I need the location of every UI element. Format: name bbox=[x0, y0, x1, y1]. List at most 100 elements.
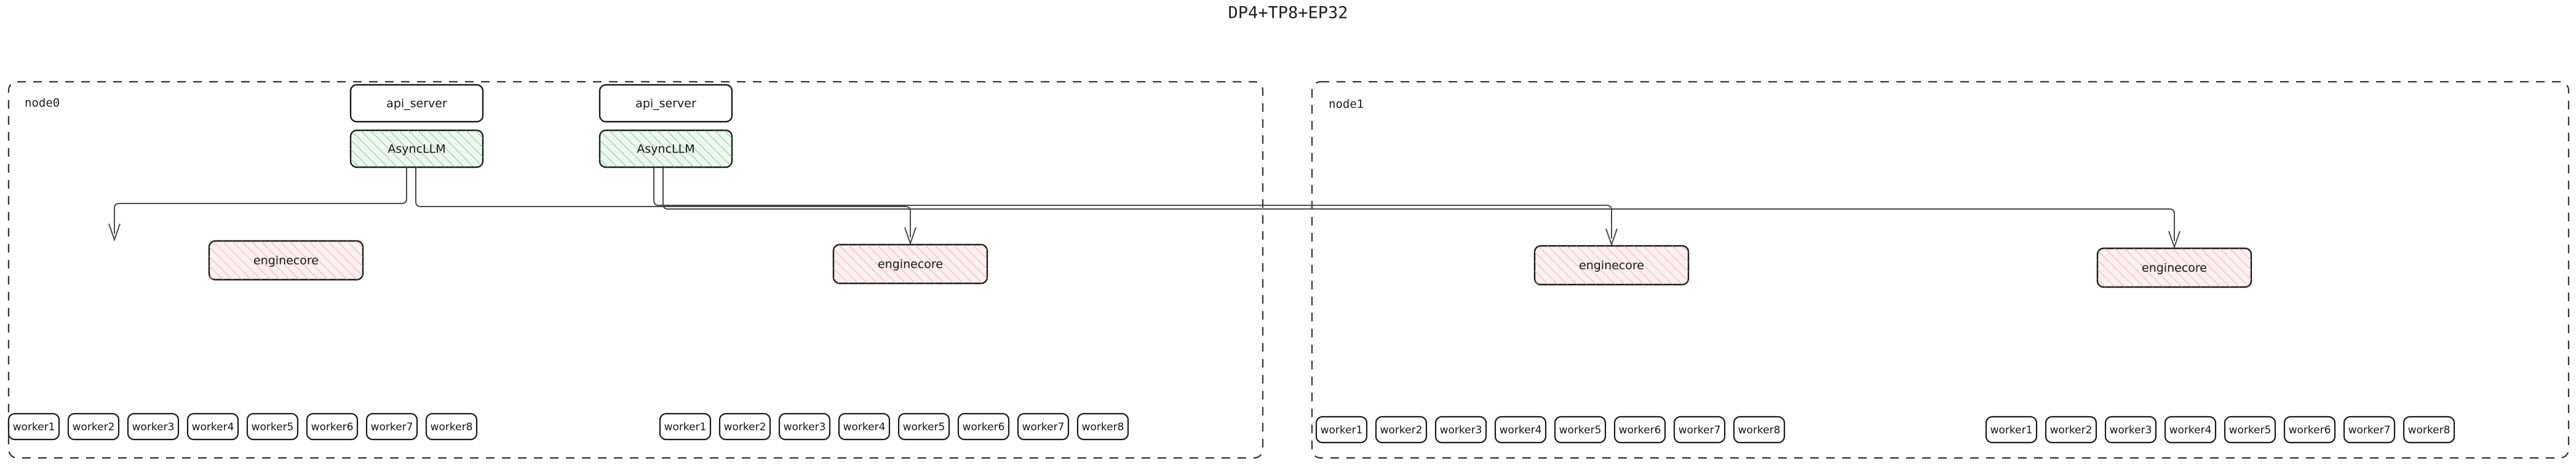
worker-node0-engine1-2-box[interactable] bbox=[718, 412, 771, 441]
worker-node1-engine1-5[interactable]: worker5 bbox=[2224, 416, 2276, 444]
enginecore-2[interactable]: enginecore bbox=[1533, 245, 1690, 286]
worker-node1-engine0-6-box[interactable] bbox=[1613, 416, 1666, 444]
worker-node1-engine0-7-label: worker7 bbox=[1679, 424, 1721, 436]
enginecore-2-label: enginecore bbox=[1579, 259, 1644, 272]
worker-node0-engine1-8[interactable]: worker8 bbox=[1076, 412, 1129, 441]
asyncllm-0[interactable]: AsyncLLM bbox=[349, 129, 484, 168]
worker-node0-engine0-8[interactable]: worker8 bbox=[425, 412, 478, 441]
worker-node1-engine0-5[interactable]: worker5 bbox=[1554, 416, 1607, 444]
worker-node1-engine0-3-label: worker3 bbox=[1440, 424, 1482, 436]
worker-node0-engine1-1-box[interactable] bbox=[659, 412, 712, 441]
worker-node0-engine0-7[interactable]: worker7 bbox=[365, 412, 418, 441]
worker-node0-engine0-6[interactable]: worker6 bbox=[306, 412, 359, 441]
enginecore-3[interactable]: enginecore bbox=[2096, 247, 2252, 288]
worker-node0-engine0-1-box[interactable] bbox=[7, 412, 60, 441]
asyncllm-0-label: AsyncLLM bbox=[388, 143, 445, 156]
worker-node0-engine0-5[interactable]: worker5 bbox=[246, 412, 299, 441]
worker-node0-engine0-5-box[interactable] bbox=[246, 412, 299, 441]
worker-node1-engine1-6[interactable]: worker6 bbox=[2283, 416, 2336, 444]
worker-node0-engine0-3[interactable]: worker3 bbox=[127, 412, 180, 441]
worker-node1-engine0-1[interactable]: worker1 bbox=[1315, 416, 1368, 444]
worker-node1-engine1-1-box[interactable] bbox=[1985, 416, 2038, 444]
worker-node1-engine0-4[interactable]: worker4 bbox=[1494, 416, 1547, 444]
worker-node1-engine1-3[interactable]: worker3 bbox=[2104, 416, 2157, 444]
api-server-0[interactable]: api_server bbox=[349, 84, 484, 123]
enginecore-1[interactable]: enginecore bbox=[832, 243, 988, 285]
worker-node0-engine1-5[interactable]: worker5 bbox=[897, 412, 950, 441]
worker-node1-engine0-5-label: worker5 bbox=[1559, 424, 1602, 436]
worker-node1-engine0-1-label: worker1 bbox=[1321, 424, 1363, 436]
worker-node1-engine0-7-box[interactable] bbox=[1673, 416, 1726, 444]
worker-node0-engine1-2[interactable]: worker2 bbox=[718, 412, 771, 441]
worker-node0-engine1-3[interactable]: worker3 bbox=[778, 412, 831, 441]
enginecore-2-hatch bbox=[1535, 246, 1688, 285]
worker-node1-engine0-5-box[interactable] bbox=[1554, 416, 1607, 444]
worker-node0-engine1-1[interactable]: worker1 bbox=[659, 412, 712, 441]
worker-node1-engine1-5-box[interactable] bbox=[2224, 416, 2276, 444]
worker-node1-engine0-2-box[interactable] bbox=[1375, 416, 1428, 444]
worker-node1-engine1-4[interactable]: worker4 bbox=[2164, 416, 2217, 444]
worker-node1-engine1-6-box[interactable] bbox=[2283, 416, 2336, 444]
worker-node1-engine1-2[interactable]: worker2 bbox=[2045, 416, 2097, 444]
worker-node0-engine1-8-box[interactable] bbox=[1076, 412, 1129, 441]
worker-node0-engine1-4[interactable]: worker4 bbox=[838, 412, 891, 441]
worker-node0-engine1-7-box[interactable] bbox=[1017, 412, 1070, 441]
worker-node1-engine1-2-label: worker2 bbox=[2050, 424, 2093, 436]
worker-node0-engine0-7-box[interactable] bbox=[365, 412, 418, 441]
worker-node1-engine0-8-label: worker8 bbox=[1738, 424, 1781, 436]
api-server-1-label: api_server bbox=[635, 97, 696, 111]
worker-node1-engine1-2-box[interactable] bbox=[2045, 416, 2097, 444]
worker-node0-engine0-4[interactable]: worker4 bbox=[186, 412, 239, 441]
worker-node1-engine0-7[interactable]: worker7 bbox=[1673, 416, 1726, 444]
worker-node1-engine1-8[interactable]: worker8 bbox=[2403, 416, 2455, 444]
worker-node0-engine1-6[interactable]: worker6 bbox=[957, 412, 1010, 441]
worker-node0-engine1-7[interactable]: worker7 bbox=[1017, 412, 1070, 441]
worker-node0-engine1-3-box[interactable] bbox=[778, 412, 831, 441]
asyncllm-1-hatch bbox=[600, 130, 732, 167]
worker-node1-engine0-2[interactable]: worker2 bbox=[1375, 416, 1428, 444]
worker-node1-engine0-4-box[interactable] bbox=[1494, 416, 1547, 444]
cluster-label-node1: node1 bbox=[1329, 98, 1364, 111]
worker-node0-engine0-3-box[interactable] bbox=[127, 412, 180, 441]
worker-node0-engine0-6-box[interactable] bbox=[306, 412, 359, 441]
worker-node1-engine1-7-label: worker7 bbox=[2348, 424, 2391, 436]
worker-node1-engine1-6-label: worker6 bbox=[2289, 424, 2331, 436]
worker-node1-engine0-1-box[interactable] bbox=[1315, 416, 1368, 444]
worker-node1-engine1-7-box[interactable] bbox=[2343, 416, 2396, 444]
cluster-node0: node0 bbox=[7, 81, 1264, 459]
api-server-0-box[interactable] bbox=[349, 84, 484, 123]
worker-node1-engine1-4-box[interactable] bbox=[2164, 416, 2217, 444]
worker-node1-engine0-4-label: worker4 bbox=[1500, 424, 1542, 436]
worker-node0-engine0-8-box[interactable] bbox=[425, 412, 478, 441]
worker-node1-engine1-7[interactable]: worker7 bbox=[2343, 416, 2396, 444]
worker-node0-engine0-4-label: worker4 bbox=[192, 421, 234, 433]
api-server-1[interactable]: api_server bbox=[598, 84, 733, 123]
asyncllm-1[interactable]: AsyncLLM bbox=[598, 129, 733, 168]
worker-node0-engine0-4-box[interactable] bbox=[186, 412, 239, 441]
worker-node0-engine1-4-box[interactable] bbox=[838, 412, 891, 441]
worker-node0-engine1-6-box[interactable] bbox=[957, 412, 1010, 441]
worker-node1-engine0-6[interactable]: worker6 bbox=[1613, 416, 1666, 444]
asyncllm-1-label: AsyncLLM bbox=[637, 143, 694, 156]
worker-node1-engine1-8-box[interactable] bbox=[2403, 416, 2455, 444]
worker-node1-engine0-8[interactable]: worker8 bbox=[1733, 416, 1786, 444]
worker-node0-engine0-2-box[interactable] bbox=[67, 412, 120, 441]
worker-node1-engine0-6-label: worker6 bbox=[1619, 424, 1661, 436]
clusters-layer: node0 node1 bbox=[7, 81, 2570, 459]
worker-node1-engine0-8-box[interactable] bbox=[1733, 416, 1786, 444]
worker-node1-engine0-3-box[interactable] bbox=[1434, 416, 1487, 444]
worker-node0-engine0-3-label: worker3 bbox=[132, 421, 175, 433]
enginecore-0[interactable]: enginecore bbox=[208, 240, 364, 281]
worker-node0-engine1-5-box[interactable] bbox=[897, 412, 950, 441]
worker-node1-engine0-3[interactable]: worker3 bbox=[1434, 416, 1487, 444]
worker-node0-engine1-1-label: worker1 bbox=[664, 421, 707, 433]
api-server-1-box[interactable] bbox=[598, 84, 733, 123]
cluster-border-node0 bbox=[7, 81, 1264, 459]
worker-node0-engine0-2[interactable]: worker2 bbox=[67, 412, 120, 441]
worker-node1-engine1-3-box[interactable] bbox=[2104, 416, 2157, 444]
worker-node0-engine0-1[interactable]: worker1 bbox=[7, 412, 60, 441]
worker-node1-engine1-1[interactable]: worker1 bbox=[1985, 416, 2038, 444]
